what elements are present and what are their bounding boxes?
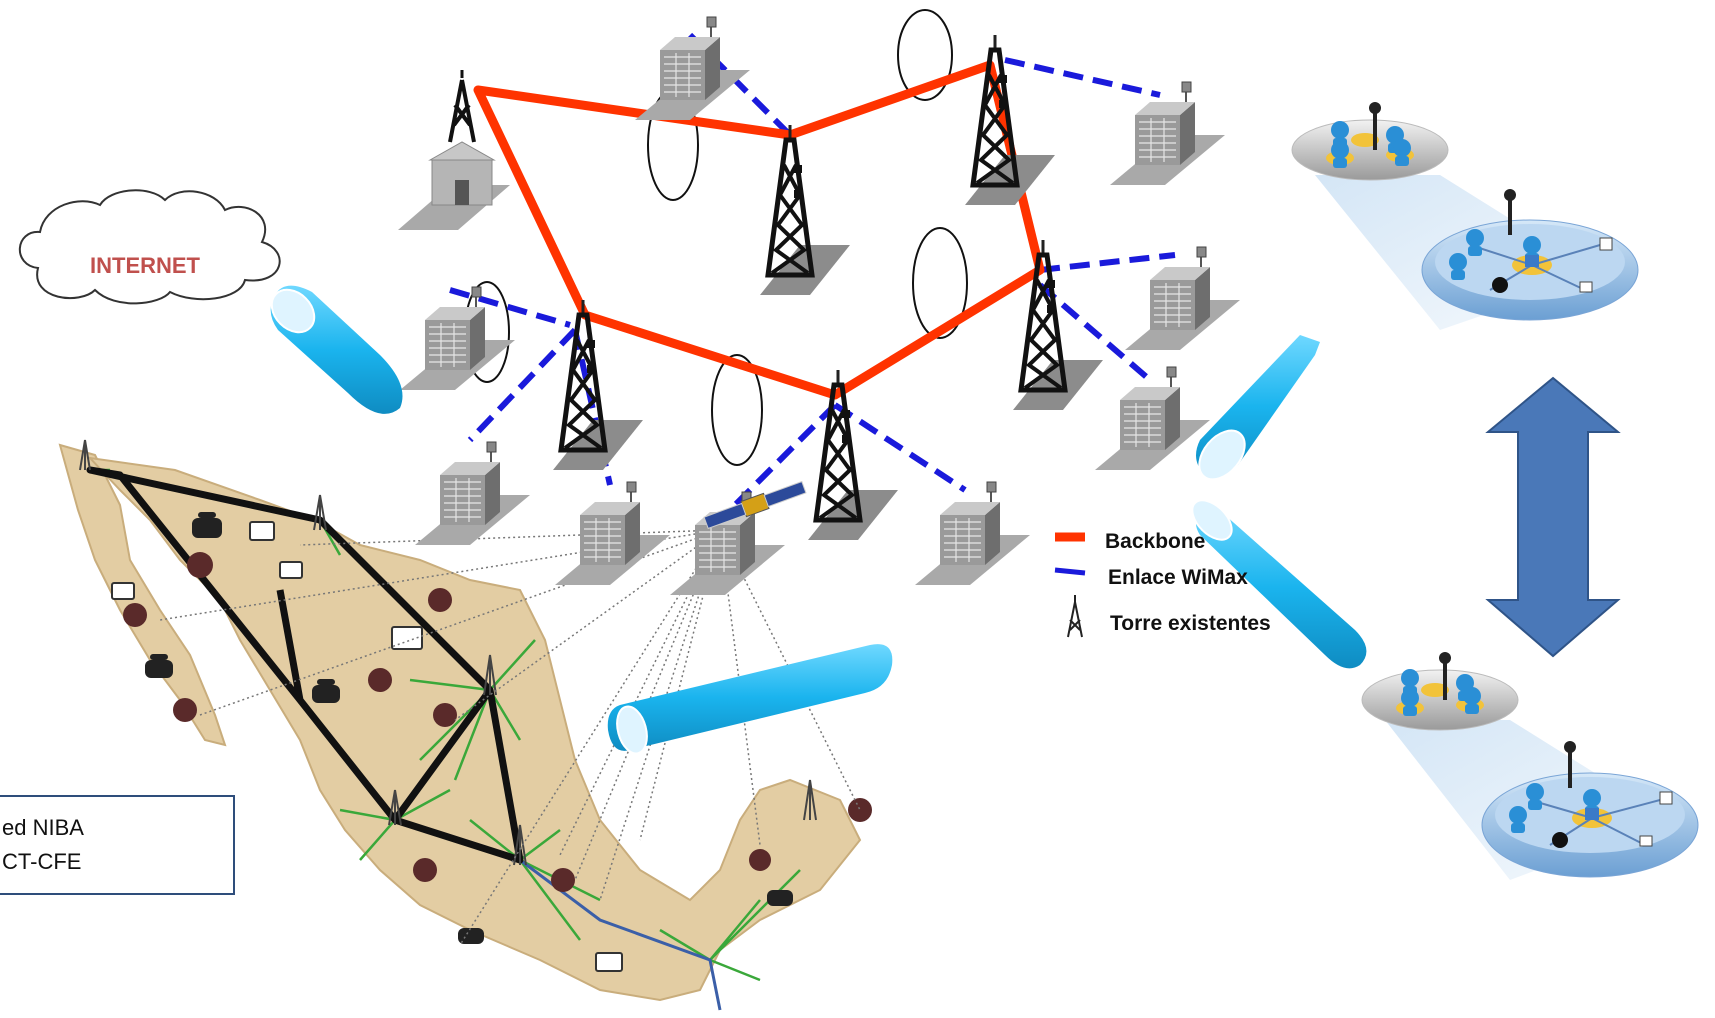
green-routes (90, 468, 801, 982)
building-icon (634, 16, 751, 121)
pipe-icon (270, 285, 403, 414)
legend-wimax-swatch (1054, 567, 1086, 576)
network-label-line1: ed NIBA (2, 815, 84, 840)
double-arrow-icon (1485, 376, 1621, 658)
building-icon (914, 481, 1031, 586)
phone-icon (192, 512, 222, 538)
network-label-box: ed NIBA CT-CFE (0, 795, 235, 895)
user-group-cluster-top (1291, 102, 1639, 330)
phone-icon (145, 654, 173, 678)
map-tower-icons (79, 439, 817, 866)
dish-icon (123, 552, 872, 892)
pipe-icon (1191, 499, 1367, 669)
legend-wimax-label: Enlace WiMax (1108, 566, 1248, 589)
user-group-cluster-bottom (1361, 652, 1699, 880)
building-icon (414, 441, 531, 546)
network-label-line2: CT-CFE (2, 849, 82, 874)
phone-icon (458, 928, 484, 944)
phone-icon (767, 890, 793, 906)
tower-icon (760, 125, 850, 295)
tower-building-icon (398, 70, 510, 230)
legend-tower-label: Torre existentes (1110, 612, 1271, 635)
phone-icon (312, 679, 340, 703)
building-icon (1094, 366, 1211, 471)
laptop-icon (111, 521, 623, 972)
baja-peninsula (58, 443, 227, 747)
mexico-map (58, 439, 872, 1011)
cloud-icon (18, 189, 281, 305)
building-icon (1124, 246, 1241, 351)
pipe-icon (1196, 335, 1320, 481)
legend-backbone-label: Backbone (1105, 530, 1206, 553)
tower-icon (808, 370, 898, 540)
legend-tower-icon (1067, 595, 1083, 638)
pipe-icon (607, 644, 893, 755)
satellite-icon (703, 480, 807, 530)
building-icon (1109, 81, 1226, 186)
building-icon (554, 481, 671, 586)
internet-label: INTERNET (90, 253, 200, 278)
